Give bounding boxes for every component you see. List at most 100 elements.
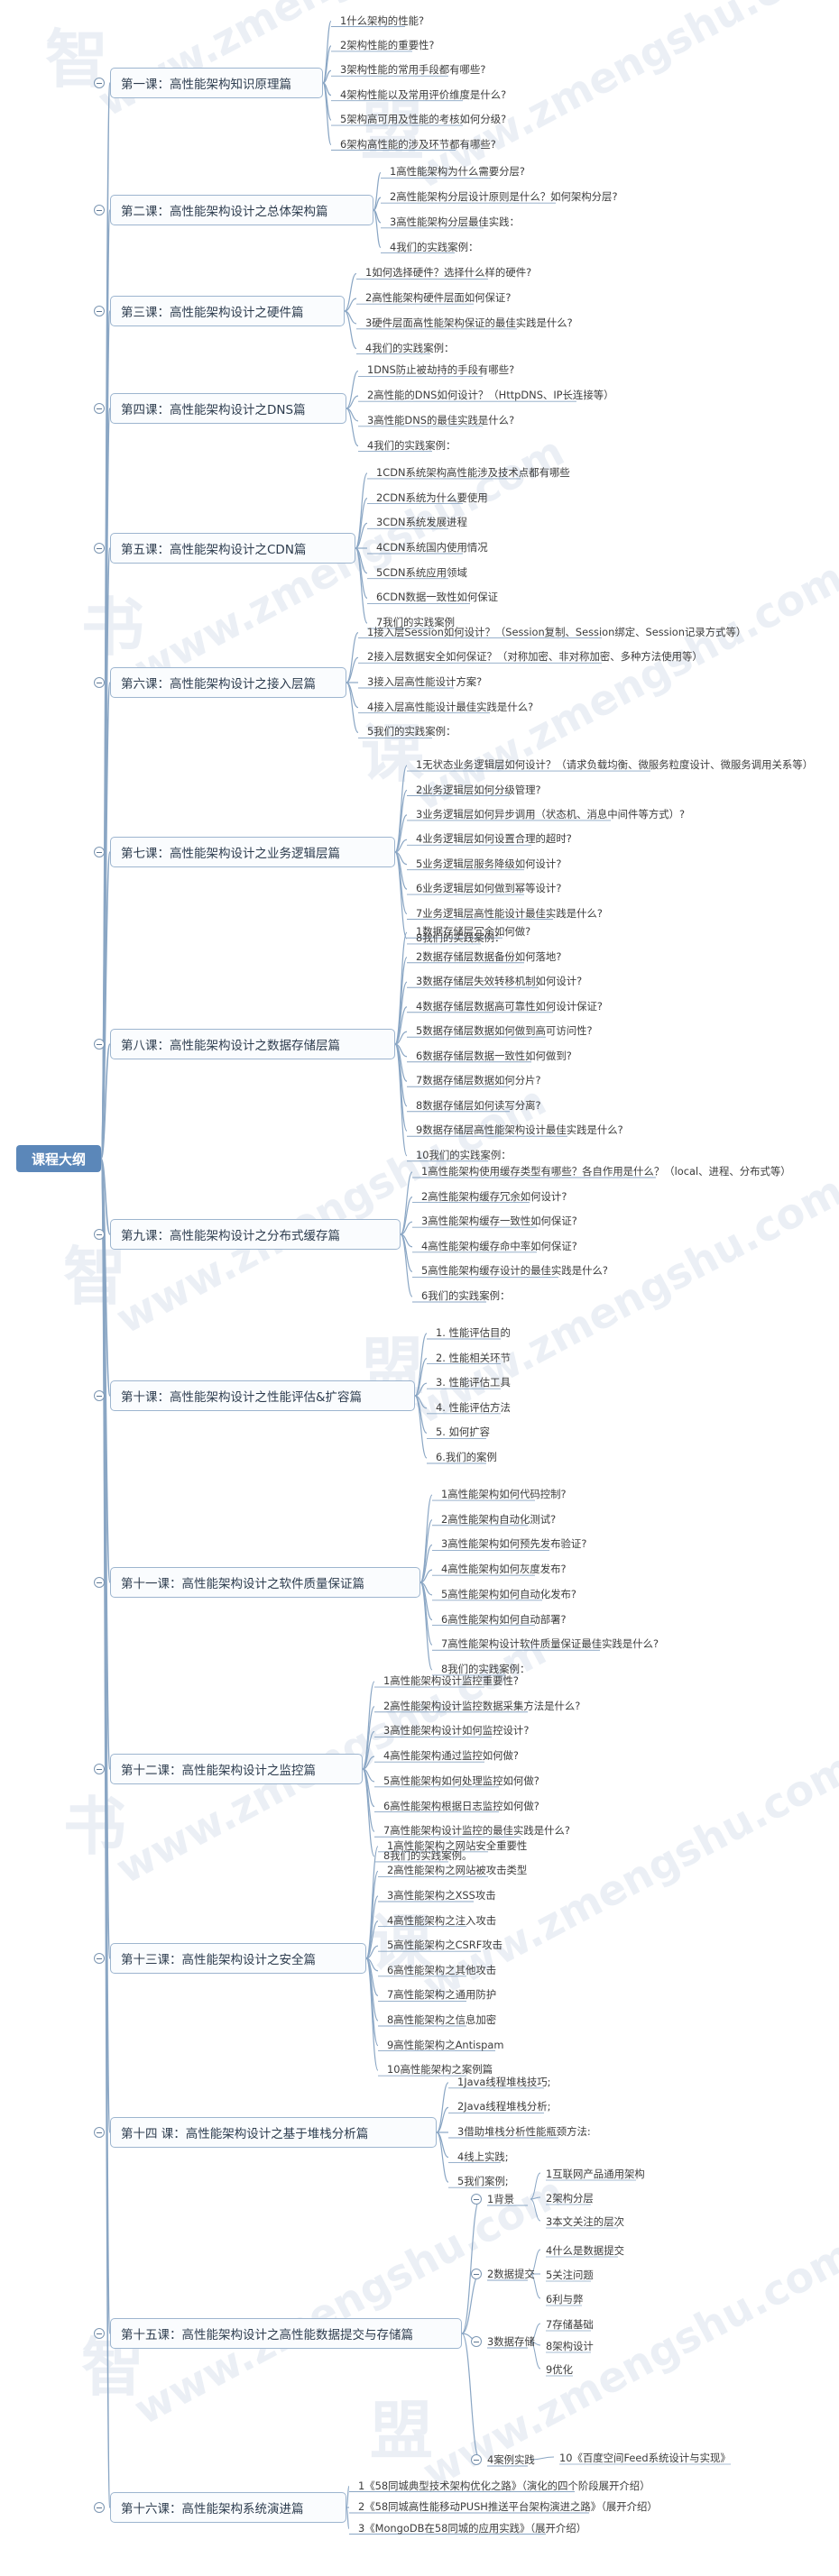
leaf-item[interactable]: 7我们的实践案例 [376,616,455,629]
collapse-toggle-icon[interactable] [94,1039,105,1050]
leaf-item[interactable]: 5架构高可用及性能的考核如何分级? [340,113,507,126]
branch-lesson-13[interactable]: 第十三课：高性能架构设计之安全篇 [110,1943,366,1974]
branch-lesson-7[interactable]: 第七课：高性能架构设计之业务逻辑层篇 [110,837,395,867]
collapse-toggle-icon[interactable] [94,2502,105,2513]
leaf-item[interactable]: 5高性能架构如何自动化发布? [441,1587,576,1600]
leaf-item[interactable]: 3《MongoDB在58同城的应用实践》（展开介绍） [358,2521,587,2535]
leaf-item[interactable]: 2. 性能相关环节 [436,1351,511,1364]
leaf-item[interactable]: 3借助堆栈分析性能瓶颈方法: [457,2125,591,2138]
leaf-item[interactable]: 5. 如何扩容 [436,1426,491,1439]
group-label[interactable]: 3数据存储 [487,2335,535,2348]
leaf-item[interactable]: 1如何选择硬件？选择什么样的硬件? [365,266,532,280]
leaf-item[interactable]: 5我们案例; [457,2175,509,2188]
branch-lesson-8[interactable]: 第八课：高性能架构设计之数据存储层篇 [110,1029,395,1059]
leaf-item[interactable]: 5高性能架构缓存设计的最佳实践是什么? [421,1264,608,1278]
collapse-toggle-icon[interactable] [94,543,105,554]
group-collapse-icon[interactable] [471,2336,482,2347]
leaf-item[interactable]: 6CDN数据一致性如何保证 [376,591,499,604]
leaf-item[interactable]: 8我们的实践案例。 [383,1848,473,1862]
leaf-item[interactable]: 4高性能架构缓存命中率如何保证? [421,1239,577,1252]
branch-lesson-3[interactable]: 第三课：高性能架构设计之硬件篇 [110,296,345,326]
leaf-item[interactable]: 8高性能架构之信息加密 [387,2013,497,2026]
collapse-toggle-icon[interactable] [94,677,105,688]
leaf-item[interactable]: 3高性能架构缓存一致性如何保证? [421,1215,577,1228]
leaf-item[interactable]: 4高性能架构如何灰度发布? [441,1563,567,1576]
leaf-item[interactable]: 3高性能架构之XSS攻击 [387,1889,496,1902]
leaf-item[interactable]: 1. 性能评估目的 [436,1326,511,1339]
leaf-item[interactable]: 3业务逻辑层如何异步调用（状态机、消息中间件等方式）? [416,807,686,820]
leaf-item[interactable]: 3架构性能的常用手段都有哪些? [340,63,486,77]
leaf-item[interactable]: 5数据存储层数据如何做到高可访问性? [416,1024,593,1038]
leaf-item[interactable]: 6业务逻辑层如何做到幂等设计? [416,882,562,895]
leaf-item[interactable]: 2CDN系统为什么要使用 [376,490,488,504]
branch-lesson-1[interactable]: 第一课：高性能架构知识原理篇 [110,68,323,98]
leaf-item[interactable]: 2架构性能的重要性? [340,38,435,51]
leaf-item[interactable]: 1DNS防止被劫持的手段有哪些? [367,363,515,377]
leaf-item[interactable]: 2高性能的DNS如何设计？（HttpDNS、IP长连接等） [367,389,614,402]
leaf-item[interactable]: 4数据存储层数据高可靠性如何设计保证? [416,999,603,1013]
branch-lesson-15[interactable]: 第十五课：高性能架构设计之高性能数据提交与存储篇 [110,2318,462,2349]
leaf-item[interactable]: 1高性能架构如何代码控制? [441,1488,567,1501]
branch-lesson-14[interactable]: 第十四 课：高性能架构设计之基于堆栈分析篇 [110,2117,437,2148]
leaf-item[interactable]: 9高性能架构之Antispam [387,2038,504,2051]
leaf-item[interactable]: 7高性能架构设计监控的最佳实践是什么? [383,1824,570,1838]
leaf-item[interactable]: 3接入层高性能设计方案? [367,675,483,688]
leaf-item[interactable]: 2业务逻辑层如何分级管理? [416,783,541,796]
leaf-item[interactable]: 7高性能架构设计软件质量保证最佳实践是什么? [441,1637,659,1651]
collapse-toggle-icon[interactable] [94,403,105,414]
leaf-item[interactable]: 5高性能架构如何处理监控如何做? [383,1774,539,1787]
group-collapse-icon[interactable] [471,2269,482,2279]
leaf-item[interactable]: 4CDN系统国内使用情况 [376,541,488,554]
leaf-item[interactable]: 5CDN系统应用领域 [376,565,467,579]
collapse-toggle-icon[interactable] [94,2328,105,2339]
root-node[interactable]: 课程大纲 [16,1145,101,1172]
leaf-item[interactable]: 4高性能架构通过监控如何做? [383,1749,519,1763]
leaf-item[interactable]: 2高性能架构分层设计原则是什么？如何架构分层? [390,190,618,204]
branch-lesson-6[interactable]: 第六课：高性能架构设计之接入层篇 [110,667,346,698]
group-label[interactable]: 4案例实践 [487,2453,535,2466]
branch-lesson-5[interactable]: 第五课：高性能架构设计之CDN篇 [110,533,355,564]
leaf-item[interactable]: 3高性能架构如何预先发布验证? [441,1537,587,1551]
leaf-item[interactable]: 8架构设计 [546,2340,594,2352]
leaf-item[interactable]: 7高性能架构之通用防护 [387,1988,497,2002]
branch-lesson-2[interactable]: 第二课：高性能架构设计之总体架构篇 [110,195,373,225]
collapse-toggle-icon[interactable] [94,205,105,215]
branch-lesson-16[interactable]: 第十六课：高性能架构系统演进篇 [110,2492,346,2523]
collapse-toggle-icon[interactable] [94,306,105,316]
group-label[interactable]: 1背景 [487,2193,515,2205]
leaf-item[interactable]: 6架构高性能的涉及环节都有哪些? [340,137,496,151]
leaf-item[interactable]: 3CDN系统发展进程 [376,516,467,529]
leaf-item[interactable]: 10我们的实践案例： [416,1148,512,1161]
leaf-item[interactable]: 4我们的实践案例： [390,240,479,253]
leaf-item[interactable]: 4架构性能以及常用评价维度是什么? [340,87,507,101]
leaf-item[interactable]: 5业务逻辑层服务降级如何设计? [416,857,562,870]
leaf-item[interactable]: 8我们的实践案例： [416,930,505,944]
leaf-item[interactable]: 3高性能架构分层最佳实践： [390,215,520,228]
leaf-item[interactable]: 1高性能架构使用缓存类型有哪些？各自作用是什么？（local、进程、分布式等） [421,1165,791,1178]
leaf-item[interactable]: 1无状态业务逻辑层如何设计？（请求负载均衡、微服务粒度设计、微服务调用关系等） [416,758,814,772]
leaf-item[interactable]: 10《百度空间Feed系统设计与实现》 [559,2452,731,2464]
branch-lesson-11[interactable]: 第十一课：高性能架构设计之软件质量保证篇 [110,1567,420,1598]
collapse-toggle-icon[interactable] [94,1764,105,1774]
collapse-toggle-icon[interactable] [94,1953,105,1964]
group-collapse-icon[interactable] [471,2454,482,2465]
leaf-item[interactable]: 1Java线程堆栈技巧; [457,2075,551,2088]
leaf-item[interactable]: 2数据存储层数据备份如何落地? [416,949,562,963]
group-collapse-icon[interactable] [471,2194,482,2205]
leaf-item[interactable]: 5关注问题 [546,2269,594,2281]
leaf-item[interactable]: 4我们的实践案例： [367,438,456,452]
leaf-item[interactable]: 1互联网产品通用架构 [546,2168,645,2180]
leaf-item[interactable]: 1高性能架构之网站安全重要性 [387,1838,528,1852]
leaf-item[interactable]: 3本文关注的层次 [546,2215,624,2228]
leaf-item[interactable]: 8我们的实践案例： [441,1662,530,1675]
leaf-item[interactable]: 2高性能架构缓存冗余如何设计? [421,1189,567,1203]
collapse-toggle-icon[interactable] [94,1390,105,1401]
leaf-item[interactable]: 5高性能架构之CSRF攻击 [387,1939,503,1952]
leaf-item[interactable]: 3硬件层面高性能架构保证的最佳实践是什么? [365,316,573,329]
leaf-item[interactable]: 7业务逻辑层高性能设计最佳实践是什么? [416,906,603,920]
leaf-item[interactable]: 6高性能架构之其他攻击 [387,1963,497,1976]
branch-lesson-4[interactable]: 第四课：高性能架构设计之DNS篇 [110,393,346,424]
leaf-item[interactable]: 4什么是数据提交 [546,2244,624,2257]
leaf-item[interactable]: 1什么架构的性能? [340,14,425,27]
collapse-toggle-icon[interactable] [94,1577,105,1588]
